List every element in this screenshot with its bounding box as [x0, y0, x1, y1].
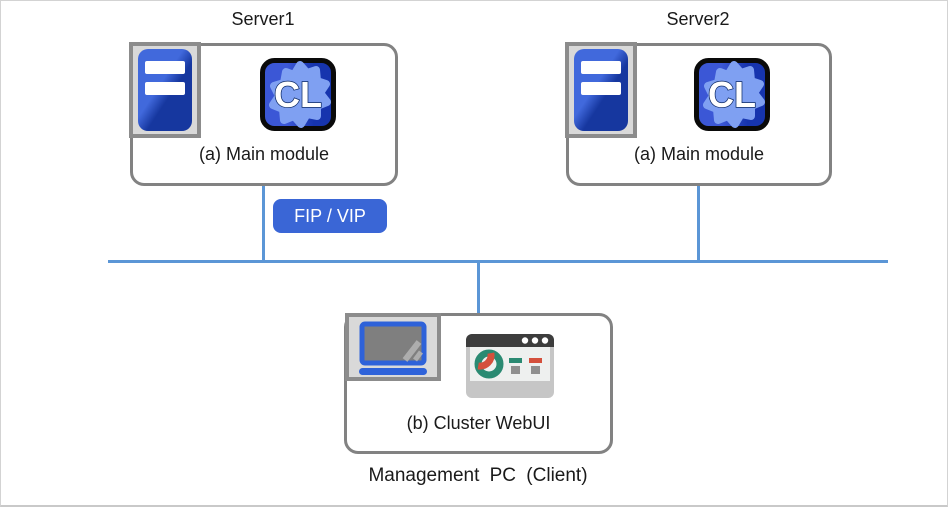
- laptop-icon: [345, 313, 441, 381]
- cl-icon-text: CL: [708, 74, 756, 115]
- network-bus-line: [108, 260, 888, 263]
- server1-title: Server1: [231, 9, 295, 29]
- server2-title: Server2: [666, 9, 730, 29]
- donut-chart-red-segment: [477, 352, 495, 370]
- connector-server2-line: [697, 186, 700, 262]
- server-tower-icon: [129, 42, 201, 138]
- server1-module-label: (a) Main module: [198, 144, 330, 164]
- server-tower-icon: [565, 42, 637, 138]
- cluster-app-icon: CL: [694, 58, 770, 131]
- server2-module-label: (a) Main module: [633, 144, 765, 164]
- cluster-app-icon: CL: [260, 58, 336, 131]
- webui-browser-icon: [466, 334, 554, 398]
- donut-chart-teal: [474, 349, 504, 379]
- connector-server1-line: [262, 186, 265, 262]
- cl-icon-text: CL: [274, 74, 322, 115]
- fip-vip-badge: FIP / VIP: [273, 199, 387, 233]
- connector-management-line: [477, 263, 480, 315]
- management-module-label: (b) Cluster WebUI: [406, 413, 551, 433]
- management-pc-caption: Management PC (Client): [368, 465, 588, 486]
